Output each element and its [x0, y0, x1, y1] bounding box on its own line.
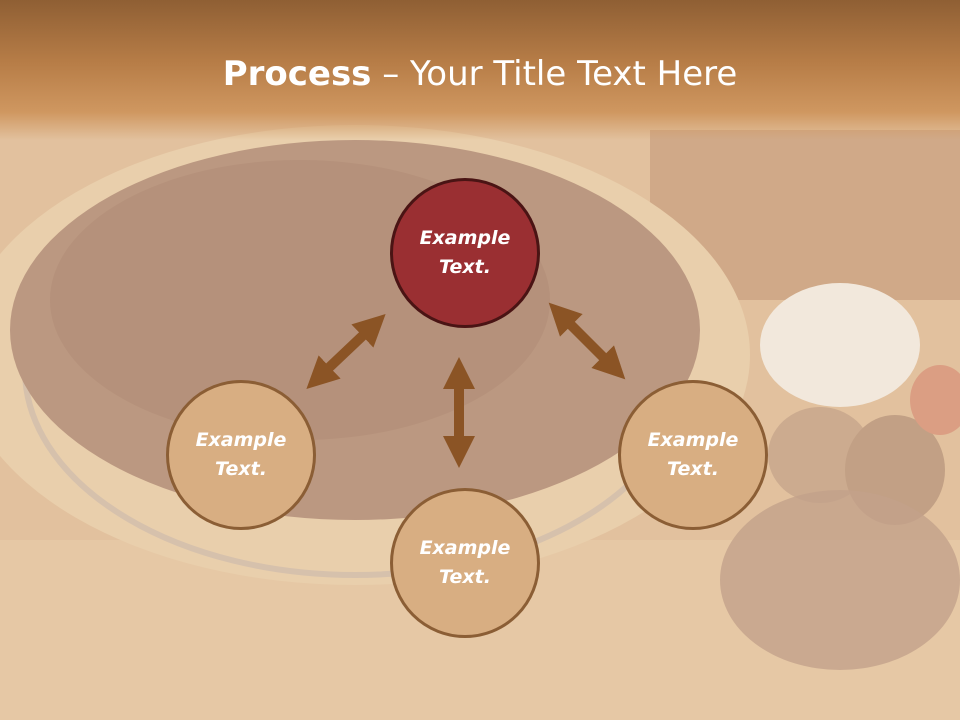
process-node-left: Example Text. [166, 380, 316, 530]
process-node-top: Example Text. [390, 178, 540, 328]
node-text-line2: Text. [439, 256, 491, 278]
arrow-left-diagonal [306, 314, 386, 389]
arrow-right-diagonal [548, 302, 626, 380]
process-node-bottom: Example Text. [390, 488, 540, 638]
title-bold: Process [222, 54, 372, 94]
node-text-line2: Text. [667, 458, 719, 480]
process-node-right: Example Text. [618, 380, 768, 530]
node-text-line1: Example [419, 227, 511, 249]
node-text-line2: Text. [439, 566, 491, 588]
slide-title: Process – Your Title Text Here [0, 52, 960, 96]
node-text-line1: Example [195, 429, 287, 451]
node-text-line2: Text. [215, 458, 267, 480]
node-text-line1: Example [419, 537, 511, 559]
title-bar [0, 0, 960, 140]
title-rest: – Your Title Text Here [371, 54, 738, 94]
node-text-line1: Example [647, 429, 739, 451]
